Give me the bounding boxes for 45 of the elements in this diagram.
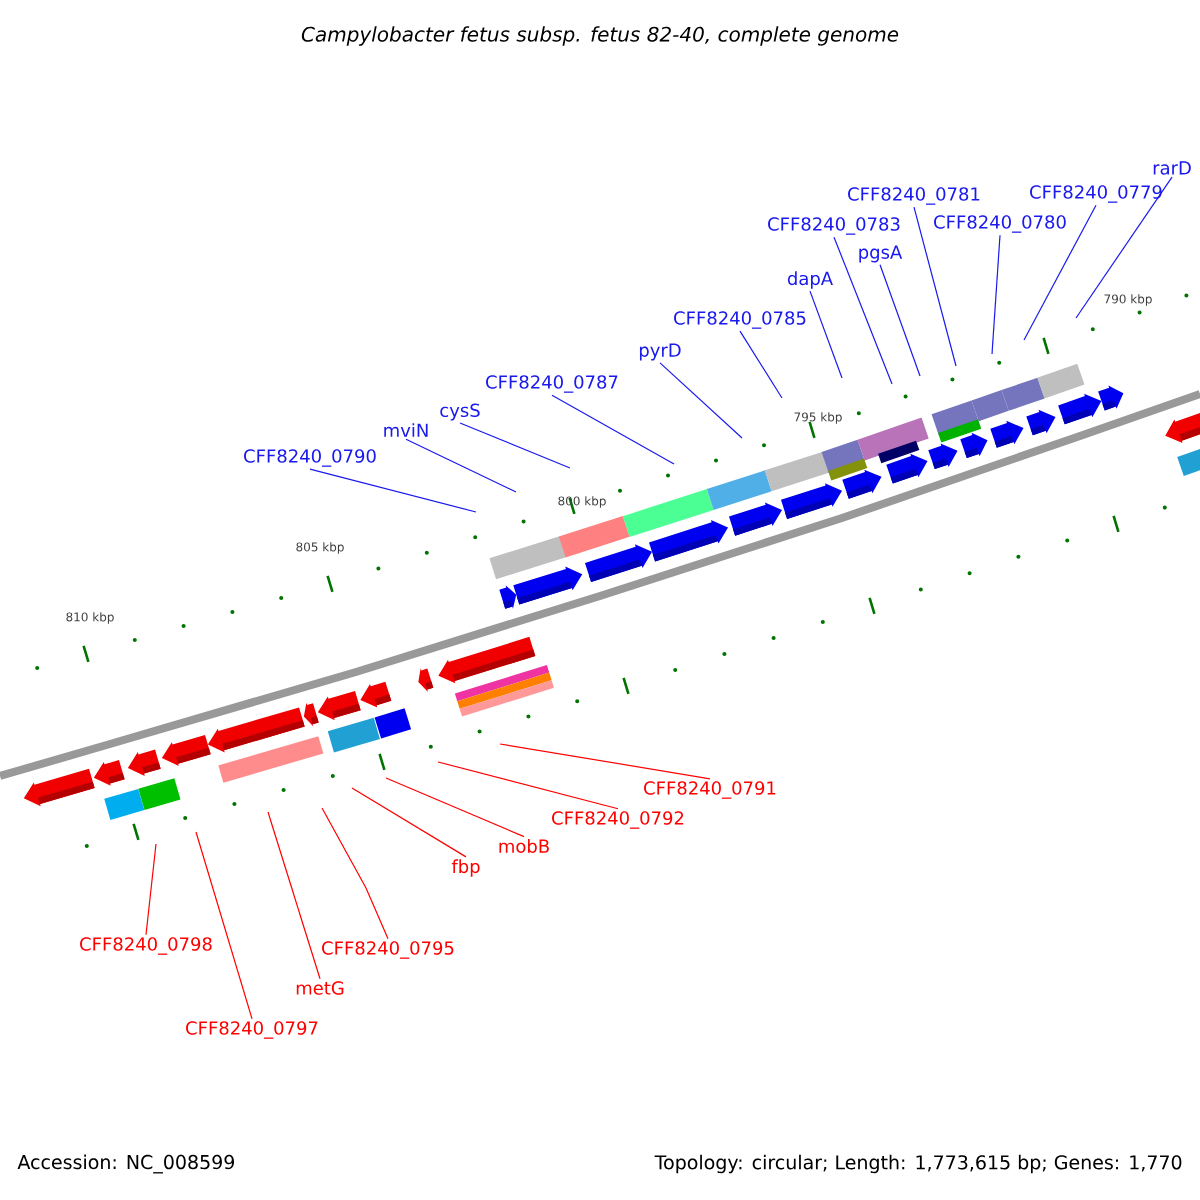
gene-label: CFF8240_0795 — [322, 941, 454, 959]
leader-line — [833, 236, 893, 385]
gene-label: pgsA — [859, 245, 903, 263]
leader-line — [321, 807, 389, 940]
leader-line — [385, 777, 525, 838]
leader-line — [659, 362, 743, 439]
title: Campylobacter fetus subsp. fetus 82-40, complete genome — [301, 26, 899, 46]
leader-line — [405, 438, 517, 493]
footer-text: Topology: circular; Length: 1,773,615 bp; Genes: 1,770 — [654, 1154, 1182, 1174]
leader-line — [913, 206, 957, 367]
gene-label: rarD — [1153, 161, 1191, 175]
gene-label: CFF8240_0790 — [244, 449, 376, 467]
leader-line — [991, 234, 1001, 355]
gene-label: CFF8240_0797 — [186, 1021, 318, 1039]
leader-line — [1075, 176, 1173, 319]
footer-text: Accession: NC_008599 — [17, 1154, 234, 1174]
leader-line — [195, 831, 253, 1020]
gene-label: CFF8240_0791 — [644, 781, 776, 799]
gene-label: fbp — [451, 859, 480, 877]
gene-label: mobB — [499, 839, 549, 853]
gene-label: CFF8240_0792 — [552, 811, 684, 829]
leader-line — [1023, 204, 1097, 341]
leader-line — [437, 761, 619, 810]
leader-line — [145, 843, 157, 936]
gene-label: dapA — [787, 271, 833, 289]
gene-label: CFF8240_0783 — [768, 217, 900, 235]
gene-label: cysS — [440, 403, 480, 421]
leader-line — [551, 394, 675, 465]
gene-label: CFF8240_0780 — [934, 215, 1066, 233]
gene-label: pyrD — [639, 343, 681, 361]
gene-label: CFF8240_0781 — [848, 187, 980, 205]
gene-label: mviN — [384, 423, 428, 437]
leader-line — [739, 330, 783, 399]
gene-label: CFF8240_0779 — [1030, 185, 1162, 203]
gene-label: CFF8240_0785 — [674, 311, 806, 329]
leader-line — [267, 811, 321, 980]
leader-line — [809, 290, 843, 379]
leader-line — [879, 264, 921, 377]
leader-line — [499, 743, 711, 780]
gene-label: CFF8240_0798 — [80, 937, 212, 955]
leader-line — [459, 422, 571, 469]
leader-line — [351, 787, 467, 858]
gene-label: CFF8240_0787 — [486, 375, 618, 393]
leader-line — [309, 468, 477, 513]
gene-label: metG — [296, 981, 344, 995]
